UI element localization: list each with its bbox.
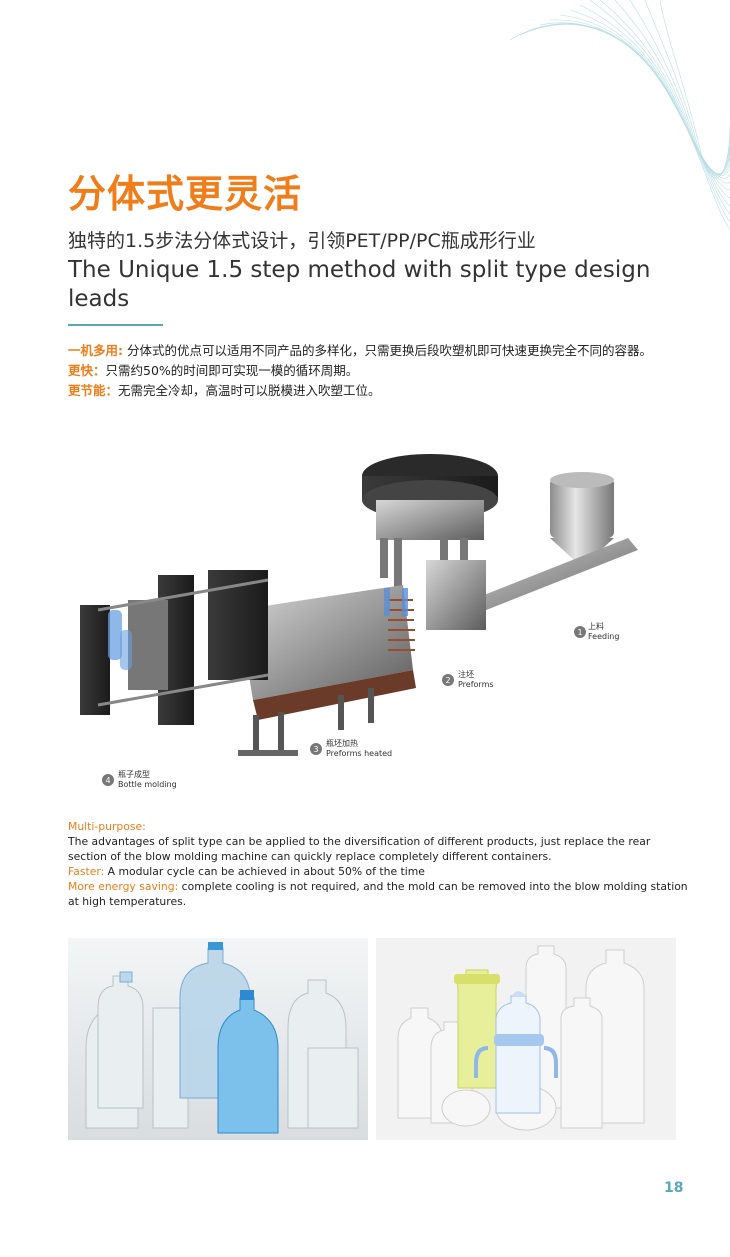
feature-cn-faster: 更快：只需约50%的时间即可实现一模的循环周期。 <box>68 361 693 381</box>
callout-number: 1 <box>577 628 582 637</box>
features-chinese: 一机多用: 分体式的优点可以适用不同产品的多样化，只需更换后段吹塑机即可快速更换… <box>68 341 693 401</box>
feature-cn-label: 更节能： <box>68 383 119 398</box>
feature-en-faster: Faster: A modular cycle can be achieved … <box>68 864 688 879</box>
decorative-wave-lines <box>509 0 730 231</box>
callout-bottle-molding: 4 瓶子成型 Bottle molding <box>102 769 177 789</box>
feature-en-text: complete cooling is not required, and th… <box>68 880 688 908</box>
callout-number-badge <box>310 743 322 755</box>
callout-label-cn: 上料 <box>588 621 604 631</box>
callout-label-cn: 注坯 <box>458 669 474 679</box>
callout-label-cn: 瓶子成型 <box>118 769 150 779</box>
subtitle-chinese: 独特的1.5步法分体式设计，引领PET/PP/PC瓶成形行业 <box>68 230 536 252</box>
callout-number: 4 <box>105 776 110 785</box>
subtitle-english: The Unique 1.5 step method with split ty… <box>68 257 651 312</box>
feature-en-label: More energy saving: <box>68 880 179 893</box>
callout-feeding: 1 上料 Feeding <box>574 621 619 641</box>
machine-diagram: 1 上料 Feeding 2 注坯 Preforms 3 瓶坯加热 Prefor… <box>80 454 638 789</box>
bottles-photo-small <box>376 938 676 1140</box>
feature-en-label: Faster: <box>68 865 105 878</box>
bottles-photo-large <box>68 938 368 1140</box>
callout-label-en: Preforms <box>458 680 494 689</box>
feature-cn-text: 分体式的优点可以适用不同产品的多样化，只需更换后段吹塑机即可快速更换完全不同的容… <box>123 343 652 358</box>
feature-en-multipurpose-text: The advantages of split type can be appl… <box>68 835 651 863</box>
callout-number-badge <box>574 626 586 638</box>
callout-number-badge <box>442 674 454 686</box>
feature-cn-text: 只需约50%的时间即可实现一模的循环周期。 <box>105 363 359 378</box>
callout-preforms-heated: 3 瓶坯加热 Preforms heated <box>310 738 392 758</box>
feature-cn-label: 更快： <box>68 363 106 378</box>
page-title: 分体式更灵活 <box>68 172 303 216</box>
callout-label-en: Bottle molding <box>118 780 177 789</box>
feature-cn-label: 一机多用: <box>68 343 123 358</box>
feature-cn-energy: 更节能：无需完全冷却，高温时可以脱模进入吹塑工位。 <box>68 381 693 401</box>
callout-label-en: Feeding <box>588 632 619 641</box>
features-english: Multi-purpose: The advantages of split t… <box>68 819 688 909</box>
callout-number: 3 <box>313 745 318 754</box>
callout-number-badge <box>102 774 114 786</box>
page-number: 18 <box>664 1180 684 1196</box>
feature-cn-text: 无需完全冷却，高温时可以脱模进入吹塑工位。 <box>118 383 381 398</box>
title-underline-divider <box>68 324 163 326</box>
machine-illustration <box>80 454 638 756</box>
feature-en-energy: More energy saving: complete cooling is … <box>68 879 688 909</box>
callout-number: 2 <box>445 676 450 685</box>
callout-label-en: Preforms heated <box>326 749 392 758</box>
callout-label-cn: 瓶坯加热 <box>326 738 358 748</box>
callout-preforms: 2 注坯 Preforms <box>442 669 494 689</box>
feature-en-text: A modular cycle can be achieved in about… <box>104 865 425 878</box>
feature-en-multipurpose-label: Multi-purpose: <box>68 820 146 833</box>
feature-cn-multipurpose: 一机多用: 分体式的优点可以适用不同产品的多样化，只需更换后段吹塑机即可快速更换… <box>68 341 693 361</box>
